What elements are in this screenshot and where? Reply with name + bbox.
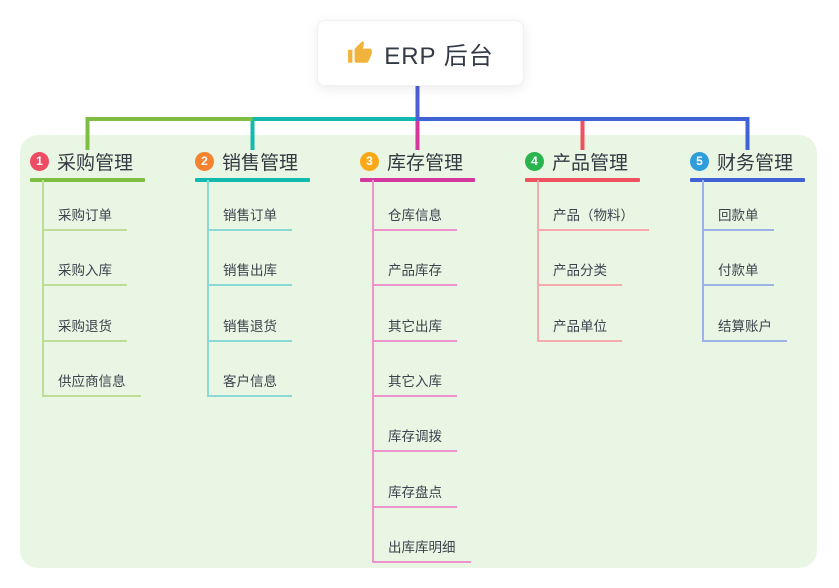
child-label: 付款单 bbox=[718, 263, 759, 279]
child-underline bbox=[207, 284, 292, 287]
child-label: 其它出库 bbox=[388, 318, 442, 334]
branch-number-badge: 5 bbox=[690, 151, 709, 171]
branch-underline bbox=[525, 178, 640, 182]
branch-trunk-line bbox=[372, 180, 374, 563]
branch-trunk-line bbox=[537, 180, 539, 342]
child-underline bbox=[702, 284, 774, 287]
child-label: 采购退货 bbox=[58, 318, 112, 334]
child-underline bbox=[537, 339, 622, 342]
child-label: 产品分类 bbox=[553, 263, 607, 279]
child-label: 产品（物料） bbox=[553, 208, 634, 223]
child-label: 销售出库 bbox=[223, 263, 277, 279]
branch-underline bbox=[195, 178, 310, 182]
child-underline bbox=[372, 394, 457, 397]
branch-label: 财务管理 bbox=[717, 152, 794, 174]
branch-underline bbox=[690, 178, 805, 182]
branch-header[interactable]: 3 库存管理 bbox=[360, 148, 463, 174]
branch-label: 销售管理 bbox=[222, 152, 299, 174]
child-underline bbox=[372, 284, 457, 287]
child-underline bbox=[42, 394, 141, 397]
branch-number-badge: 3 bbox=[360, 151, 379, 171]
branch-trunk-line bbox=[207, 180, 209, 397]
child-underline bbox=[42, 229, 127, 231]
branch-label: 采购管理 bbox=[57, 152, 134, 174]
child-underline bbox=[372, 505, 457, 508]
branch-header[interactable]: 2 销售管理 bbox=[195, 148, 298, 174]
branch-trunk-line bbox=[702, 180, 704, 342]
child-label: 库存调拨 bbox=[388, 429, 442, 445]
branch-underline bbox=[360, 178, 475, 182]
branch-label: 库存管理 bbox=[387, 152, 464, 174]
child-underline bbox=[372, 229, 457, 231]
child-underline bbox=[537, 229, 649, 231]
branch-number-badge: 1 bbox=[30, 151, 49, 171]
child-underline bbox=[207, 339, 292, 342]
child-label: 产品单位 bbox=[553, 318, 607, 334]
child-label: 采购订单 bbox=[58, 208, 112, 223]
branch-label: 产品管理 bbox=[552, 152, 629, 174]
branch-trunk-line bbox=[42, 180, 44, 397]
child-label: 采购入库 bbox=[58, 263, 112, 279]
child-underline bbox=[207, 394, 292, 397]
thumbs-up-icon bbox=[347, 40, 373, 66]
child-underline bbox=[42, 284, 127, 287]
child-label: 供应商信息 bbox=[58, 373, 126, 389]
child-label: 客户信息 bbox=[223, 373, 277, 389]
branch-underline bbox=[30, 178, 145, 182]
child-label: 其它入库 bbox=[388, 373, 442, 389]
child-label: 销售退货 bbox=[223, 318, 277, 334]
child-underline bbox=[372, 450, 457, 453]
child-label: 销售订单 bbox=[223, 208, 277, 223]
child-label: 回款单 bbox=[718, 208, 759, 223]
root-node[interactable]: ERP 后台 bbox=[317, 20, 524, 86]
child-underline bbox=[207, 229, 292, 231]
child-underline bbox=[42, 339, 127, 342]
child-label: 出库库明细 bbox=[388, 539, 456, 555]
branch-number-badge: 2 bbox=[195, 151, 214, 171]
child-label: 库存盘点 bbox=[388, 484, 442, 500]
branch-header[interactable]: 5 财务管理 bbox=[690, 148, 793, 174]
child-label: 结算账户 bbox=[718, 318, 772, 334]
branch-header[interactable]: 1 采购管理 bbox=[30, 148, 133, 174]
child-label: 仓库信息 bbox=[388, 208, 442, 223]
child-underline bbox=[702, 339, 787, 342]
child-underline bbox=[702, 229, 774, 231]
branch-header[interactable]: 4 产品管理 bbox=[525, 148, 628, 174]
child-underline bbox=[537, 284, 622, 287]
root-node-label: ERP 后台 bbox=[384, 42, 494, 70]
child-label: 产品库存 bbox=[388, 263, 442, 279]
child-underline bbox=[372, 560, 471, 563]
branch-number-badge: 4 bbox=[525, 151, 544, 171]
mindmap-panel bbox=[20, 135, 817, 568]
child-underline bbox=[372, 339, 457, 342]
